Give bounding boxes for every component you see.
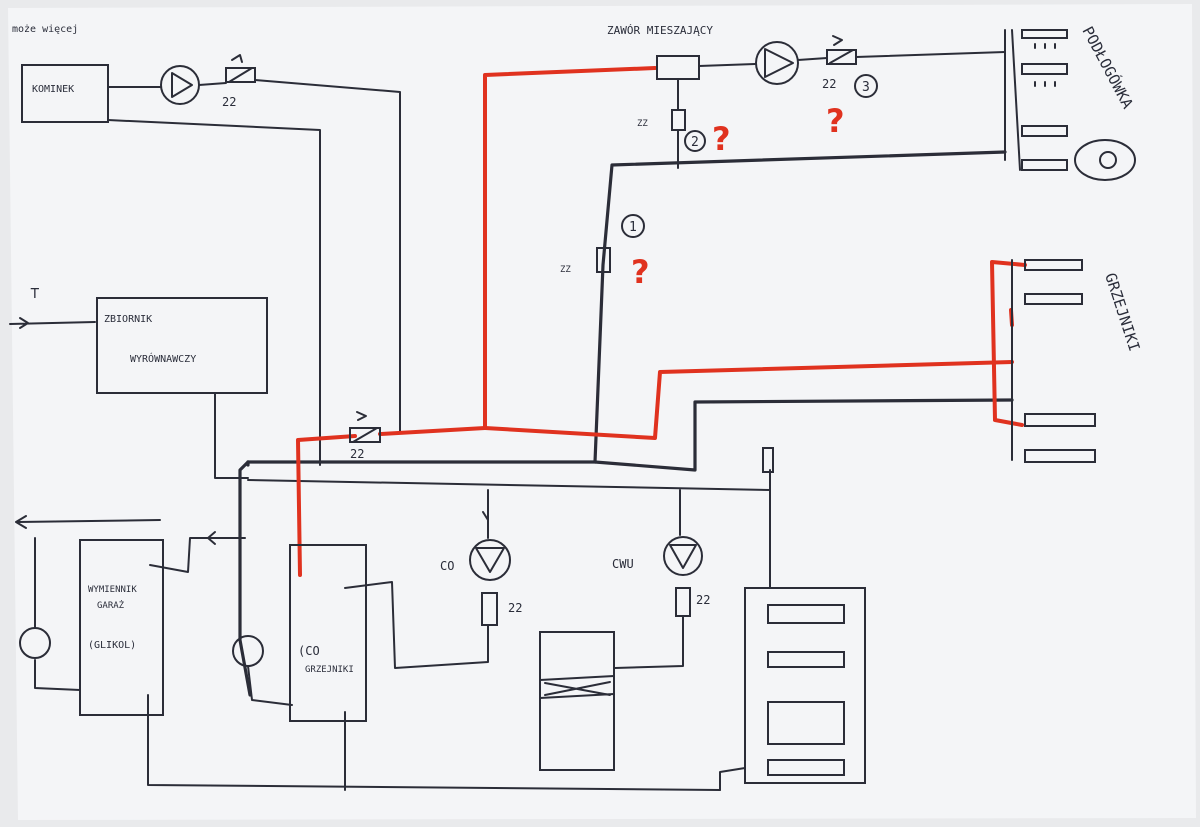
pipe bbox=[247, 665, 293, 706]
pipe bbox=[719, 767, 746, 791]
podlogowka-return bbox=[593, 150, 1007, 464]
radiators bbox=[1024, 259, 1096, 463]
label-kominek: KOMINEK bbox=[32, 84, 74, 95]
wymiennik-box bbox=[79, 539, 164, 716]
pump-icon bbox=[19, 627, 51, 659]
floor-loops bbox=[1021, 29, 1068, 171]
paper bbox=[8, 4, 1196, 820]
valve-icon bbox=[481, 592, 498, 626]
valve-size: 22 bbox=[696, 593, 710, 607]
manifold bbox=[1011, 29, 1021, 171]
pipe bbox=[214, 392, 249, 479]
pipe bbox=[107, 119, 321, 466]
return-down bbox=[238, 460, 252, 697]
valve-arrow bbox=[228, 54, 253, 83]
label-co-box2: GRZEJNIKI bbox=[305, 665, 354, 675]
outlet-arrow bbox=[15, 515, 161, 529]
valve-icon bbox=[671, 109, 686, 131]
valve-icon bbox=[596, 247, 611, 273]
label-co: CO bbox=[440, 559, 454, 573]
valve-size: 22 bbox=[508, 601, 522, 615]
valve-size: 22 bbox=[822, 77, 836, 91]
inlet-arrow bbox=[9, 317, 96, 329]
pipe bbox=[855, 51, 1006, 58]
valve-size: 22 bbox=[222, 95, 236, 109]
pipe bbox=[149, 531, 246, 573]
label-zawor: ZAWÓR MIESZAJĄCY bbox=[607, 24, 713, 37]
red-supply bbox=[483, 360, 1014, 440]
boiler-panels bbox=[767, 604, 845, 776]
pump-arrow bbox=[475, 547, 505, 573]
question-mark: ? bbox=[826, 102, 845, 140]
marker-3 bbox=[854, 74, 878, 98]
floor-coil-icon bbox=[1074, 139, 1136, 181]
tank-coil bbox=[539, 675, 615, 699]
pump-arrow bbox=[764, 48, 794, 78]
co-box bbox=[289, 544, 367, 722]
red-supply bbox=[378, 66, 657, 436]
label-moze: może więcej bbox=[12, 24, 78, 35]
marker-2 bbox=[684, 130, 706, 152]
marker-3-text: 3 bbox=[862, 80, 870, 95]
valve-icon bbox=[349, 427, 381, 443]
red-supply bbox=[296, 434, 357, 577]
valve-arrow bbox=[829, 35, 854, 64]
pipe bbox=[614, 615, 684, 669]
label-co-box1: (CO bbox=[298, 644, 320, 658]
pump-icon bbox=[663, 536, 703, 576]
label-wymiennik2: GARAŻ bbox=[97, 600, 125, 611]
pipe bbox=[147, 694, 721, 791]
valve-size: ZZ bbox=[560, 265, 571, 275]
boiler-box bbox=[744, 587, 866, 784]
valve-arrow bbox=[352, 411, 378, 443]
pipe bbox=[797, 57, 828, 61]
pipe bbox=[198, 82, 227, 86]
question-mark: ? bbox=[712, 120, 731, 158]
pipe bbox=[254, 79, 401, 433]
vent-icon bbox=[762, 447, 774, 473]
pump-arrow bbox=[171, 72, 193, 98]
pump-icon bbox=[469, 539, 511, 581]
pipe bbox=[482, 489, 489, 539]
label-wymiennik1: WYMIENNIK bbox=[88, 585, 137, 595]
floor-coil-inner bbox=[1099, 151, 1117, 169]
label-zbiornik: ZBIORNIK bbox=[104, 314, 152, 325]
pump-icon bbox=[755, 41, 799, 85]
valve-size: 22 bbox=[350, 447, 364, 461]
pipe bbox=[344, 581, 489, 669]
marker-2-text: 2 bbox=[691, 135, 699, 150]
faucet-icon: ⊤ bbox=[30, 283, 40, 302]
label-cwu: CWU bbox=[612, 557, 634, 571]
question-mark: ? bbox=[631, 253, 650, 291]
valve-icon bbox=[225, 67, 256, 83]
cwu-tank bbox=[539, 631, 615, 771]
pipe bbox=[698, 63, 756, 67]
marker-1-text: 1 bbox=[629, 220, 637, 235]
label-wymiennik3: (GLIKOL) bbox=[88, 640, 136, 651]
red-grzejniki bbox=[990, 260, 1027, 427]
pump-arrow bbox=[669, 544, 697, 569]
marker-1 bbox=[621, 214, 645, 238]
label-wyrownawczy: WYRÓWNAWCZY bbox=[130, 352, 196, 365]
kominek-box bbox=[21, 64, 109, 123]
valve-size: ZZ bbox=[637, 119, 648, 129]
pipe bbox=[34, 537, 81, 691]
zbiornik-box bbox=[96, 297, 268, 394]
